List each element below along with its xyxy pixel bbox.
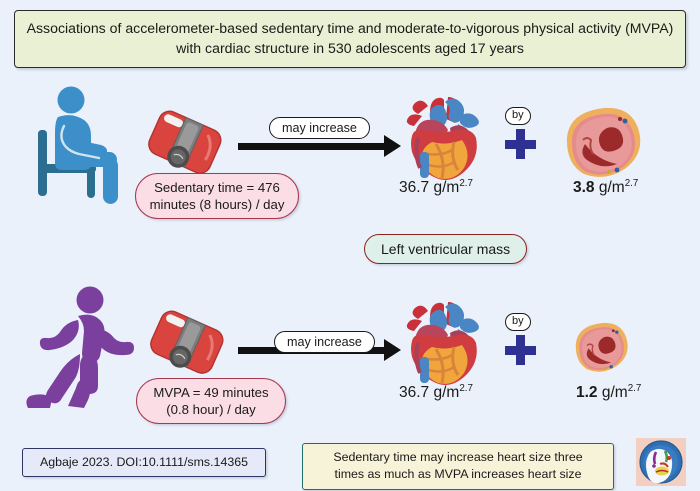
conclusion-line2: times as much as MVPA increases heart si… <box>334 467 582 482</box>
page-title: Associations of accelerometer-based sede… <box>14 10 686 68</box>
lvm-number-row1: 36.7 <box>399 179 430 197</box>
by-badge-row2: by <box>505 313 531 331</box>
accelerometer-device-icon <box>142 106 226 187</box>
plus-icon-bar <box>505 140 536 149</box>
conclusion-line1: Sedentary time may increase heart size t… <box>333 450 583 464</box>
citation-box: Agbaje 2023. DOI:10.1111/sms.14365 <box>22 448 266 478</box>
anatomical-heart-icon <box>398 94 490 185</box>
lvm-unit-row1: g/m <box>433 179 460 197</box>
plus-icon-bar <box>505 346 536 355</box>
arrow-head-icon <box>384 339 401 361</box>
by-badge-row1: by <box>505 107 531 125</box>
sedentary-time-line1: Sedentary time = 476 <box>154 180 280 195</box>
arrow-label-may-increase: may increase <box>269 117 370 140</box>
lvm-increase-value-row1: 3.8 g/m2.7 <box>573 178 638 197</box>
lvm-increase-unit-row1: g/m <box>598 179 625 197</box>
running-person-icon <box>26 284 138 413</box>
mvpa-line1: MVPA = 49 minutes <box>153 385 269 400</box>
sedentary-time-label: Sedentary time = 476 minutes (8 hours) /… <box>135 173 299 220</box>
lvm-increase-number-row1: 3.8 <box>573 179 595 197</box>
lvm-number-row2: 36.7 <box>399 384 430 402</box>
mvpa-label: MVPA = 49 minutes (0.8 hour) / day <box>136 378 286 425</box>
lvm-unit-row2: g/m <box>433 384 460 402</box>
arrow-shaft <box>238 143 386 150</box>
sitting-person-icon <box>24 86 134 209</box>
lvm-increase-value-row2: 1.2 g/m2.7 <box>576 383 641 402</box>
mvpa-line2: (0.8 hour) / day <box>166 402 256 418</box>
lvm-increase-exponent-row2: 2.7 <box>627 383 642 394</box>
sedentary-time-line2: minutes (8 hours) / day <box>149 197 285 213</box>
lvm-increase-number-row2: 1.2 <box>576 384 598 402</box>
lvm-exponent-row1: 2.7 <box>459 178 473 189</box>
conclusion-box: Sedentary time may increase heart size t… <box>302 443 614 490</box>
accelerometer-device-icon <box>144 306 228 387</box>
outcome-label-left-ventricular-mass: Left ventricular mass <box>364 234 528 265</box>
lvm-value-row1: 36.7 g/m2.7 <box>399 178 473 197</box>
heart-research-logo-icon <box>636 438 686 491</box>
lvm-exponent-row2: 2.7 <box>459 383 473 394</box>
arrow-head-icon <box>384 135 401 157</box>
anatomical-heart-icon <box>398 299 490 390</box>
heart-cross-section-icon <box>573 320 631 379</box>
arrow-label-may-increase: may increase <box>274 331 375 354</box>
lvm-value-row2: 36.7 g/m2.7 <box>399 383 473 402</box>
lvm-increase-exponent-row1: 2.7 <box>624 178 639 189</box>
lvm-increase-unit-row2: g/m <box>601 384 628 402</box>
heart-cross-section-icon <box>563 104 645 185</box>
